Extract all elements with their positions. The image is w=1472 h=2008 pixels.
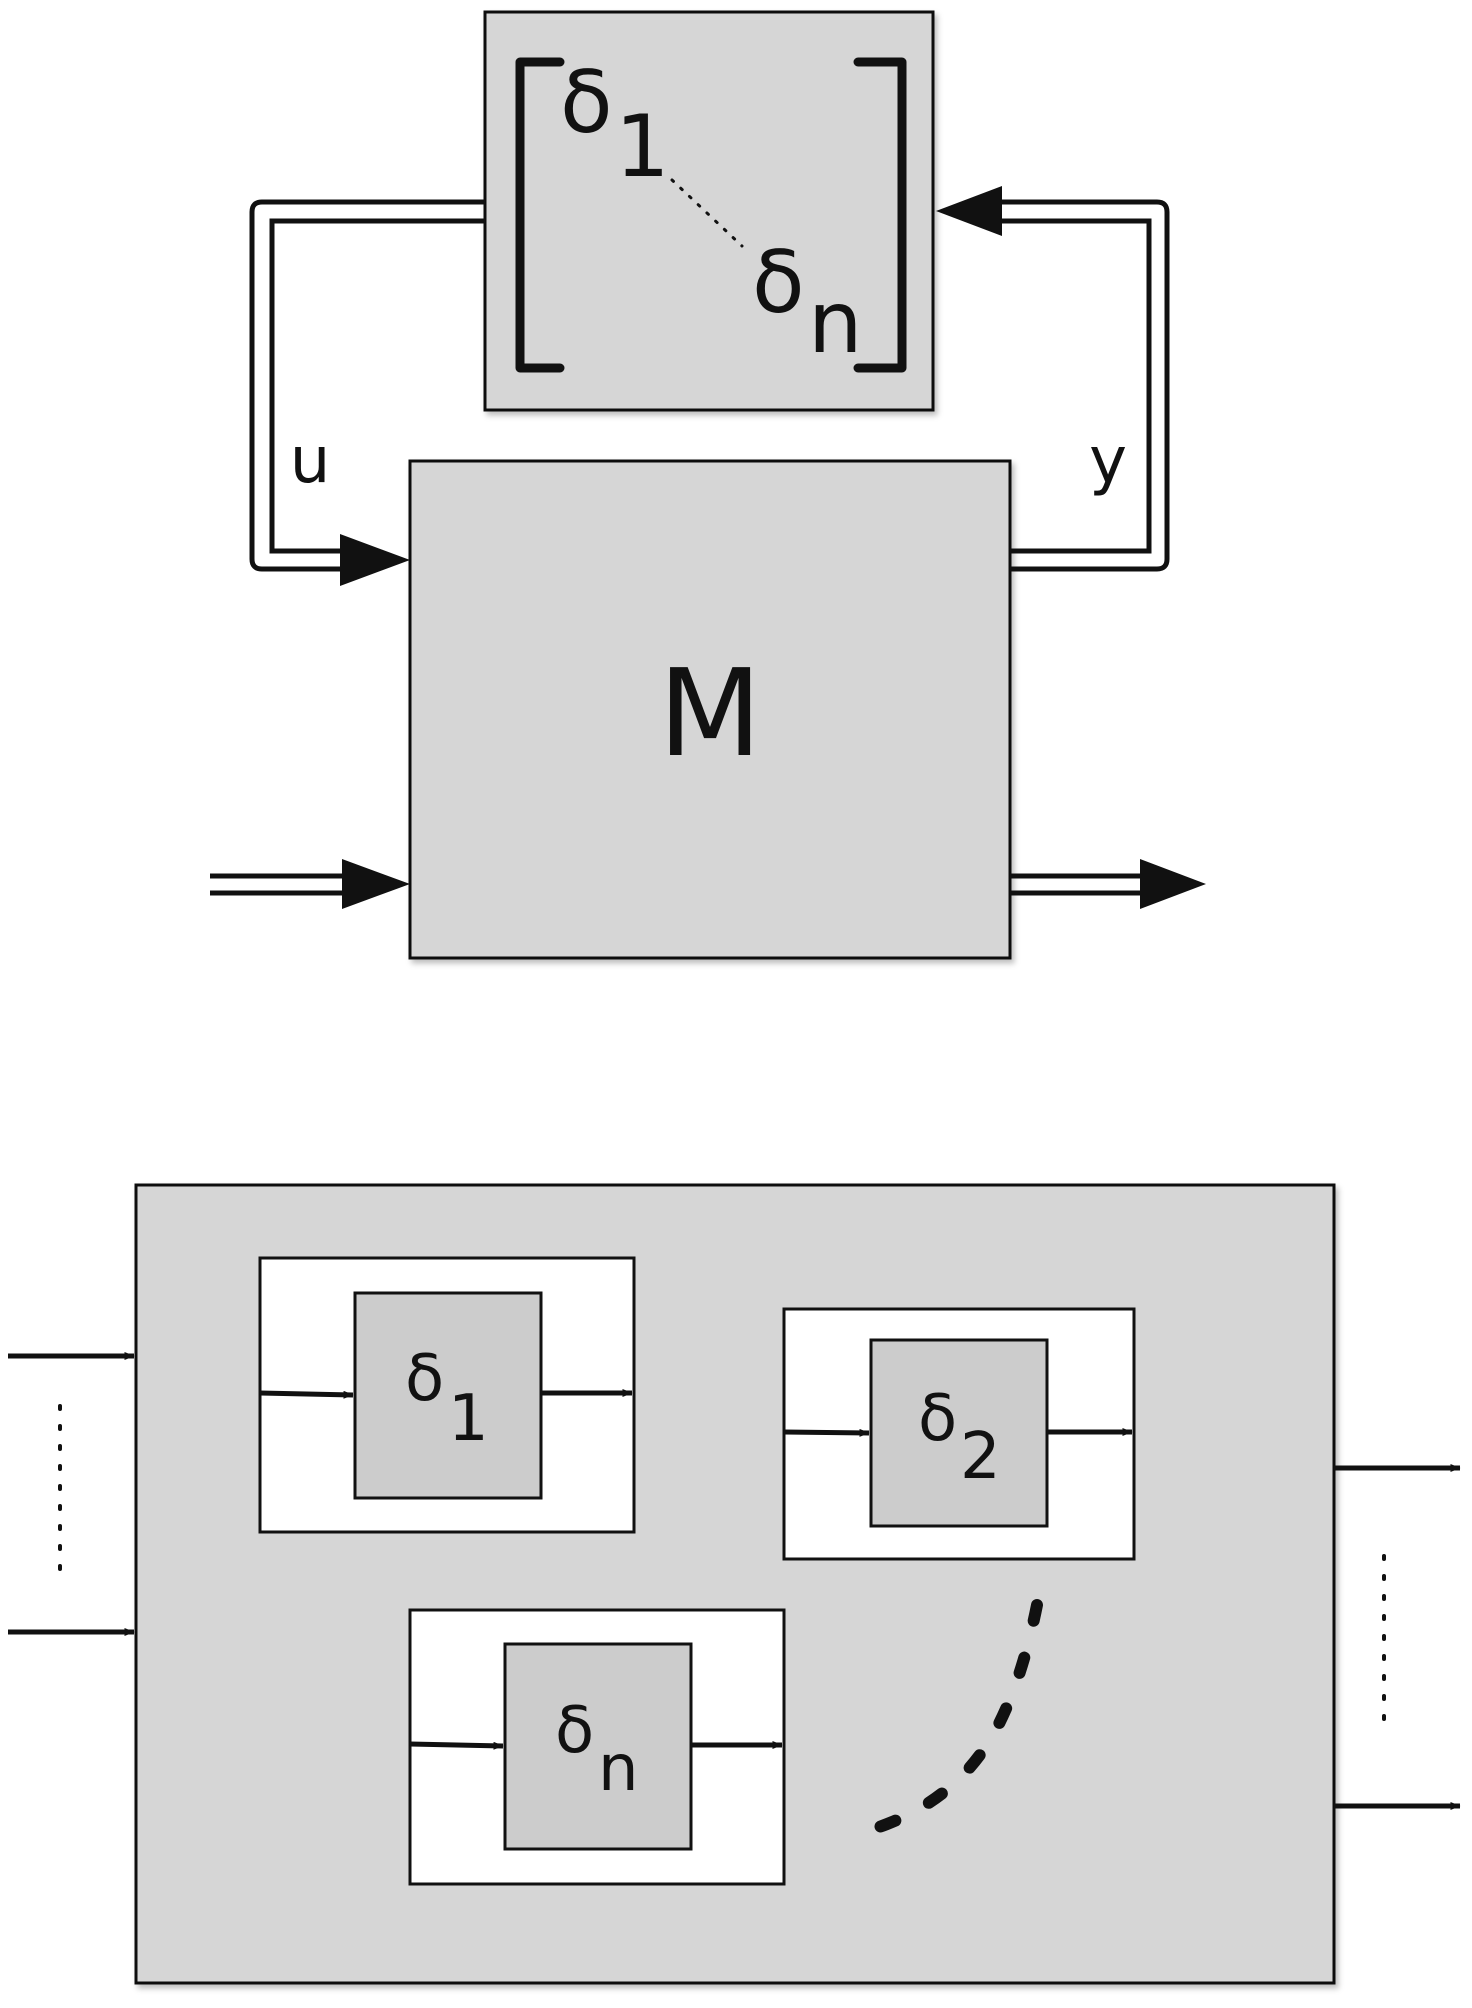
diagonal-dots bbox=[670, 178, 744, 248]
delta-n-input-arrow bbox=[409, 1741, 504, 1750]
right-bracket bbox=[853, 57, 907, 373]
y-arrowhead bbox=[936, 186, 1002, 236]
external-output-arrowhead bbox=[1140, 859, 1206, 909]
delta-1-block-subscript: 1 bbox=[448, 1382, 489, 1456]
delta-n-subscript: n bbox=[808, 273, 863, 373]
delta-n-inner-box bbox=[503, 1642, 693, 1851]
continuation-arc bbox=[864, 1599, 1043, 1836]
m-block bbox=[408, 459, 1012, 960]
u-arrowhead bbox=[340, 534, 410, 586]
y-feedback-line-inner bbox=[1000, 218, 1152, 554]
delta-2-block: δ 2 bbox=[782, 1307, 1136, 1561]
delta-2-block-subscript: 2 bbox=[960, 1420, 1001, 1494]
delta-n-block-symbol: δ bbox=[555, 1694, 594, 1768]
delta-n-block-subscript: n bbox=[598, 1732, 639, 1806]
delta-2-inner-box bbox=[869, 1338, 1049, 1528]
top-diagram: δ 1 δ n M u y bbox=[210, 10, 1206, 960]
left-bracket bbox=[515, 57, 565, 373]
delta-2-block-symbol: δ bbox=[918, 1382, 957, 1456]
external-input-arrowhead bbox=[342, 859, 410, 909]
y-label: y bbox=[1089, 424, 1127, 498]
u-feedback-line-outer bbox=[249, 199, 485, 572]
delta-1-block-symbol: δ bbox=[405, 1342, 444, 1416]
delta-1-subscript: 1 bbox=[615, 97, 670, 197]
delta-block bbox=[483, 10, 935, 412]
delta-1-symbol: δ bbox=[560, 53, 613, 153]
bottom-diagram: δ 1 δ 2 δ n bbox=[8, 1183, 1461, 1985]
delta-1-input-arrow bbox=[259, 1390, 354, 1399]
delta-n-block: δ n bbox=[408, 1608, 786, 1886]
delta-1-block: δ 1 bbox=[258, 1256, 636, 1534]
delta-2-input-arrow bbox=[783, 1428, 870, 1437]
delta-n-symbol: δ bbox=[752, 233, 805, 333]
u-feedback-line-inner bbox=[269, 218, 485, 554]
u-label: u bbox=[290, 424, 331, 498]
y-feedback-line-outer bbox=[1000, 199, 1170, 572]
m-block-label: M bbox=[658, 645, 762, 784]
